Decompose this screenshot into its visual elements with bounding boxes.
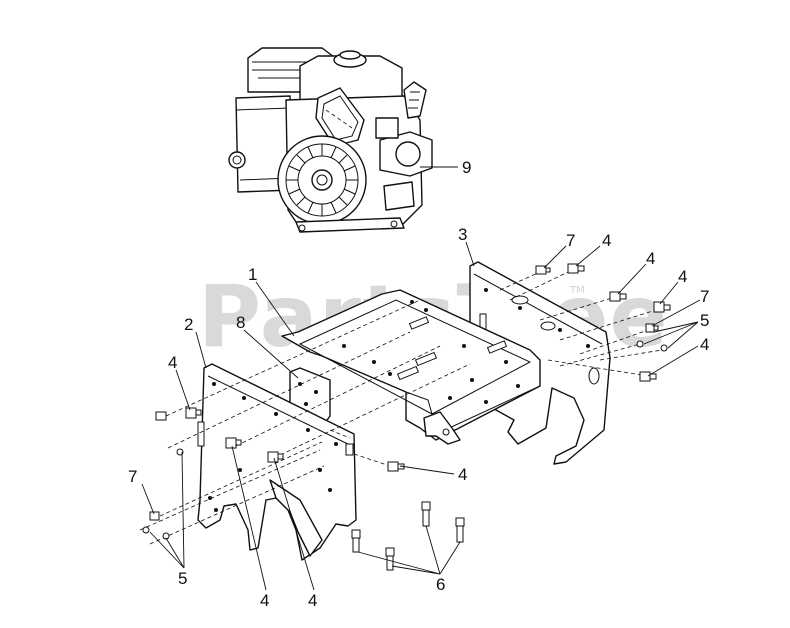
bolt-icon [155, 411, 167, 421]
flywheel-fins-icon [286, 144, 358, 216]
main-frame[interactable] [281, 289, 541, 445]
callout-engine-9[interactable]: 9 [462, 158, 471, 177]
callout-rt-7a[interactable]: 7 [566, 231, 575, 250]
stud-icon [421, 501, 431, 527]
engine-assembly[interactable] [228, 47, 433, 233]
callout-lt-4a[interactable]: 4 [168, 353, 177, 372]
bolt-icon [267, 451, 284, 463]
leaders [141, 245, 701, 591]
bolt-icon [535, 265, 551, 275]
callout-rt-5[interactable]: 5 [700, 311, 709, 330]
callout-frame-1[interactable]: 1 [248, 265, 257, 284]
bolt-icon [639, 371, 657, 382]
stud-icon [455, 517, 465, 543]
leader-3 [465, 241, 475, 267]
callout-part-8[interactable]: 8 [236, 313, 245, 332]
leader-8 [243, 329, 299, 379]
leader-1 [255, 281, 295, 337]
callout-rt-7b[interactable]: 7 [700, 287, 709, 306]
callout-bot-6[interactable]: 6 [436, 575, 445, 594]
nut-icon [149, 511, 160, 521]
washer-icon [636, 340, 644, 348]
callout-rt-4b[interactable]: 4 [646, 249, 655, 268]
callout-mid-4[interactable]: 4 [458, 465, 467, 484]
leader-2 [195, 331, 207, 369]
washer-icon [142, 526, 150, 534]
bolt-icon [609, 291, 627, 302]
stud-icon [385, 547, 395, 571]
washer-icon [162, 532, 170, 540]
callout-rt-4c[interactable]: 4 [678, 267, 687, 286]
assembly-lines [139, 271, 663, 545]
callout-plate-3[interactable]: 3 [458, 225, 467, 244]
bolt-icon [225, 437, 242, 449]
washer-icon [176, 448, 184, 456]
callout-rt-4d[interactable]: 4 [700, 335, 709, 354]
callout-lt-5[interactable]: 5 [178, 569, 187, 588]
bolt-icon [185, 407, 202, 419]
watermark-trademark: TM [569, 285, 585, 296]
callout-rt-4a[interactable]: 4 [602, 231, 611, 250]
washer-icon [660, 344, 668, 352]
bolt-icon [653, 301, 671, 313]
callout-plate-2[interactable]: 2 [184, 315, 193, 334]
nut-icon [645, 323, 659, 333]
callout-bot-4b[interactable]: 4 [308, 591, 317, 610]
stud-icon [351, 529, 361, 553]
bolt-icon [567, 263, 585, 274]
callout-bot-4a[interactable]: 4 [260, 591, 269, 610]
callout-lt-7[interactable]: 7 [128, 467, 137, 486]
